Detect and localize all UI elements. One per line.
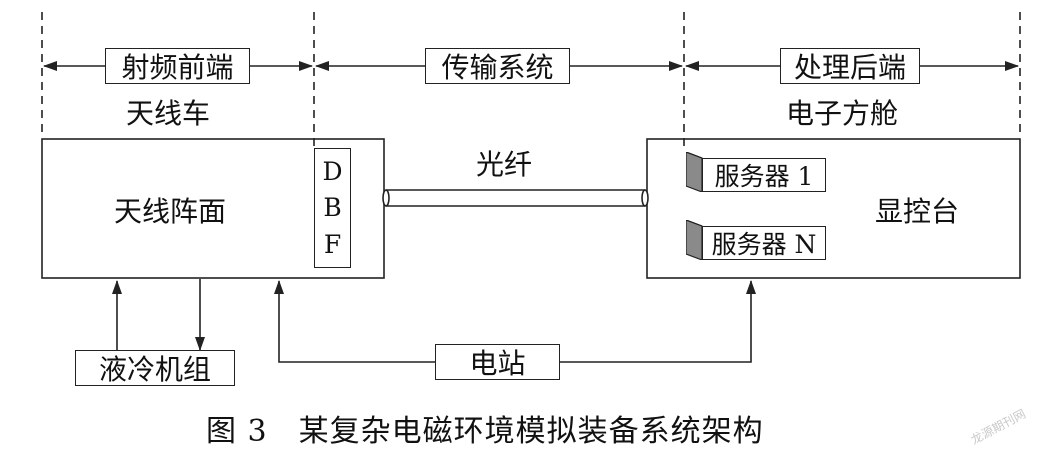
server-1-side-icon [686, 152, 703, 192]
section-label-rf-front: 射频前端 [105, 48, 250, 84]
power-line-right [560, 280, 756, 363]
server-1: 服务器 1 [686, 152, 826, 192]
power-station: 电站 [435, 344, 560, 380]
antenna-vehicle-box [41, 138, 385, 279]
dbf-module: D B F [314, 148, 351, 268]
liquid-cooling-unit: 液冷机组 [75, 350, 235, 386]
server-n: 服务器 N [686, 220, 826, 260]
server-n-label: 服务器 N [702, 226, 826, 260]
fiber-label: 光纤 [476, 148, 533, 181]
dbf-letter-f: F [323, 230, 342, 260]
server-1-label: 服务器 1 [702, 158, 826, 192]
dbf-letter-d: D [322, 156, 343, 186]
antenna-array-label: 天线阵面 [114, 195, 227, 228]
figure-caption: 图 3 某复杂电磁环境模拟装备系统架构 [206, 414, 764, 449]
antenna-vehicle-title: 天线车 [126, 97, 211, 130]
server-n-side-icon [686, 220, 703, 260]
section-label-backend: 处理后端 [780, 48, 920, 84]
power-line-left [274, 280, 435, 363]
electronic-shelter-title: 电子方舱 [786, 97, 899, 130]
fiber-cable [382, 189, 649, 207]
dbf-letter-b: B [323, 193, 342, 223]
electronic-shelter-box [646, 138, 1021, 279]
console-label: 显控台 [875, 195, 960, 228]
section-label-transmission: 传输系统 [425, 48, 570, 84]
